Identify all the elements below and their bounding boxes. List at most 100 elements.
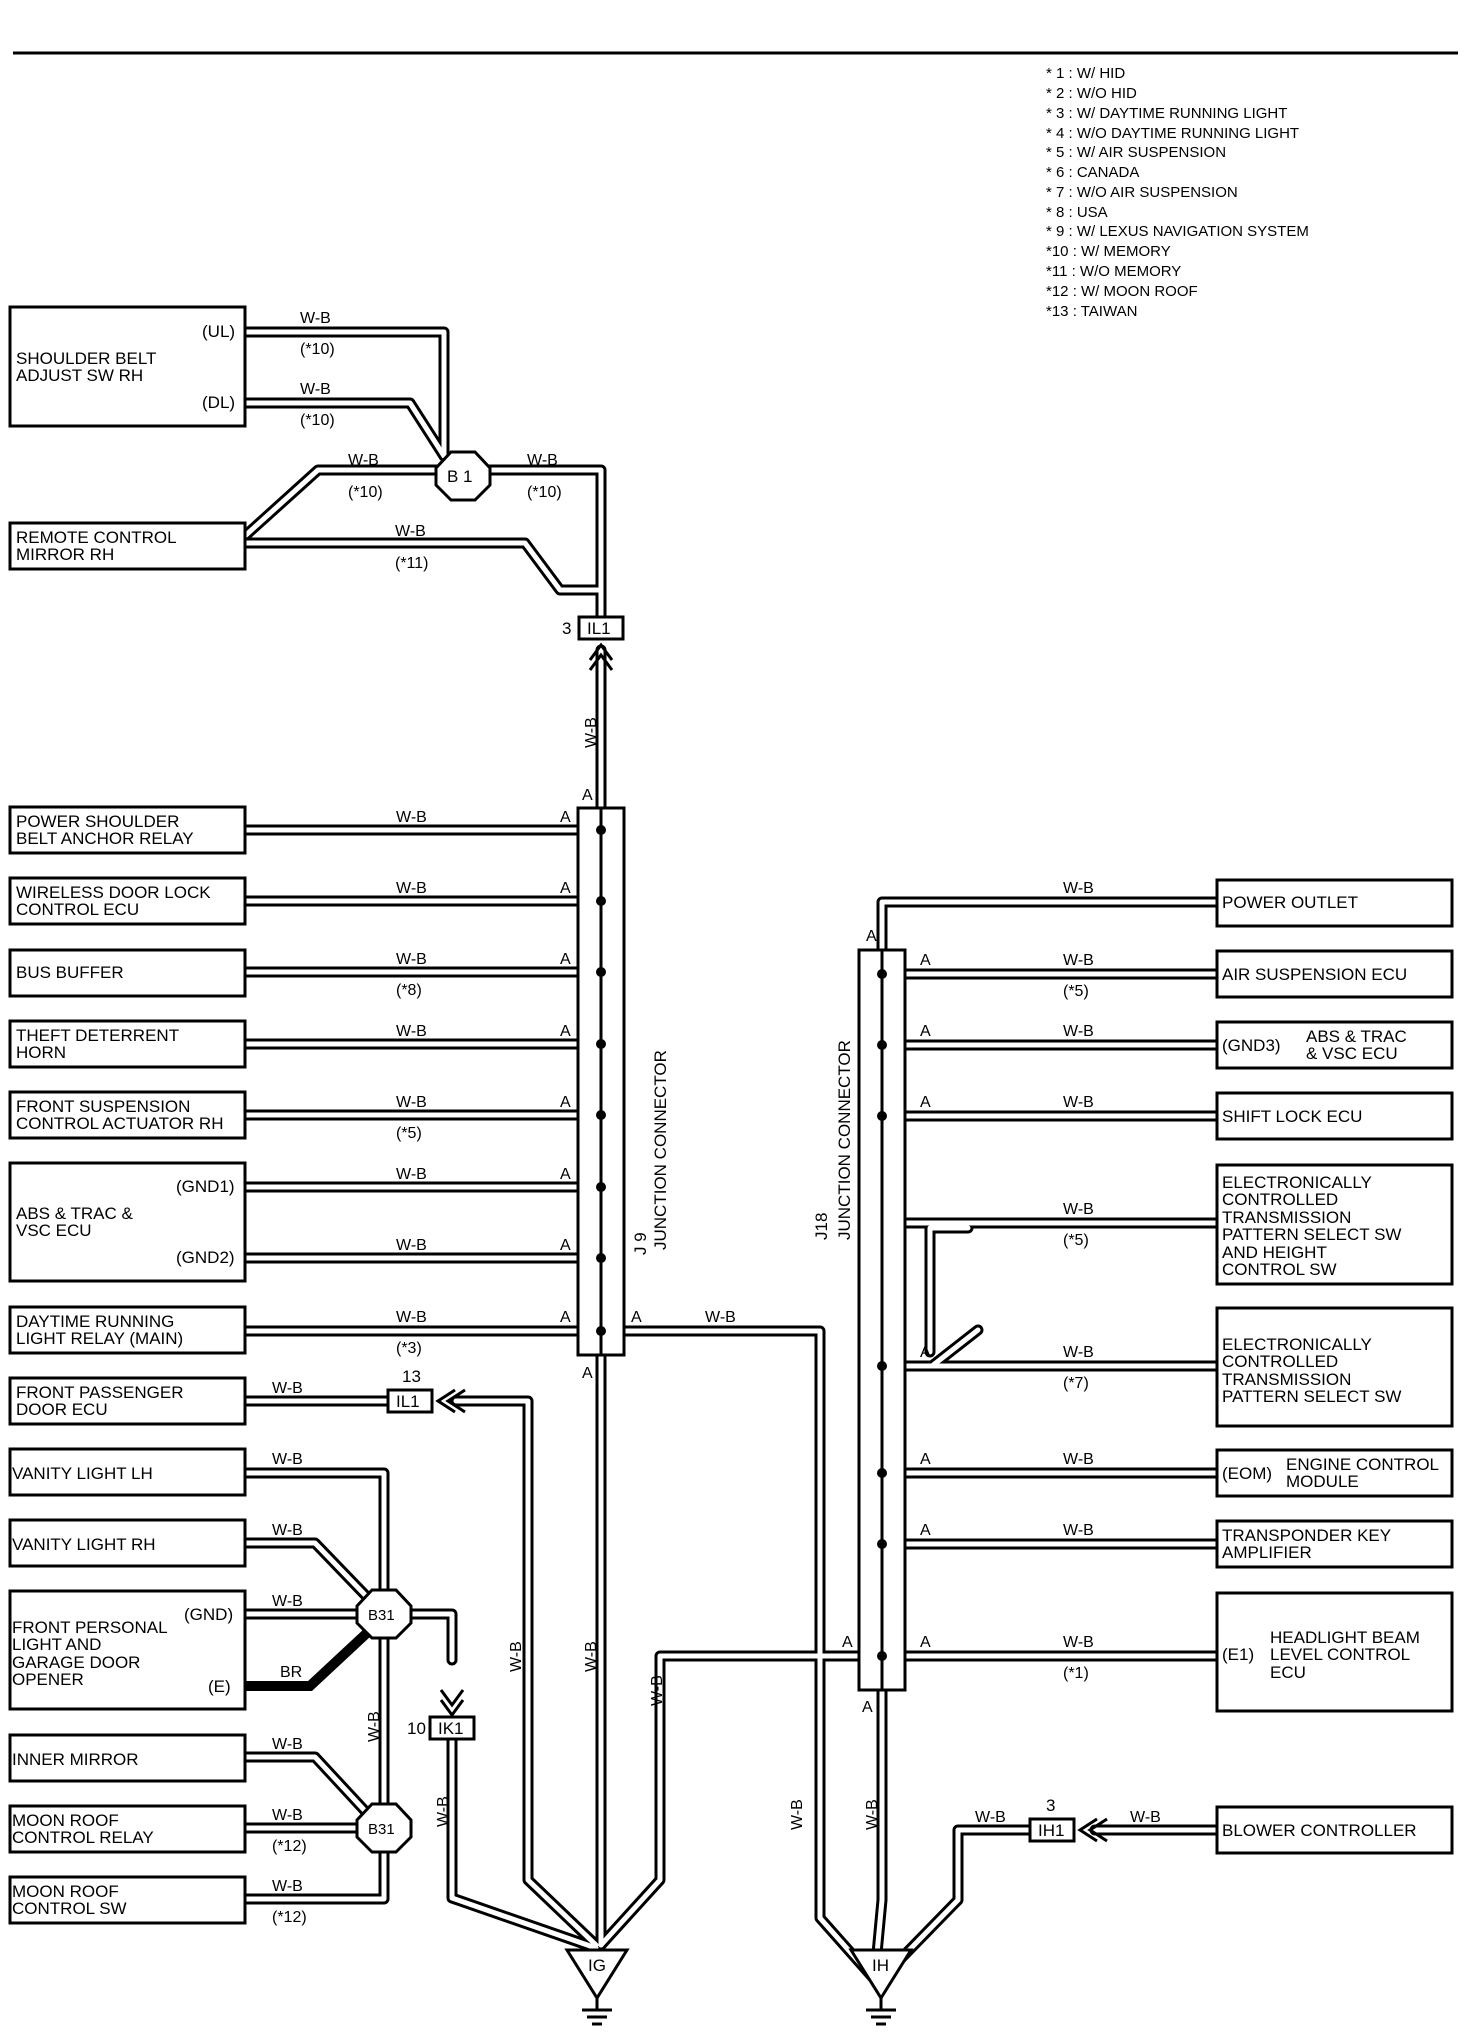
component-theft-deterrent-horn: [8, 1019, 247, 1069]
component-label: FRONT PERSONAL: [12, 1618, 168, 1637]
component-ect-pattern-select-sw: [1215, 1306, 1454, 1428]
wire-color-label: W-B: [1063, 1634, 1094, 1651]
pin-label: (UL): [202, 322, 235, 341]
ground-ih: IH: [848, 1948, 914, 2026]
pin-label: (DL): [202, 393, 235, 412]
component-label: PATTERN SELECT SW: [1222, 1225, 1401, 1244]
note-label: (*12): [272, 1909, 307, 1926]
pin-label: A: [560, 1094, 571, 1111]
legend-item: *12 : W/ MOON ROOF: [1046, 283, 1198, 300]
wire-color-label: W-B: [396, 1309, 427, 1326]
component-label: BUS BUFFER: [16, 963, 124, 982]
pin-label: (E1): [1222, 1645, 1254, 1664]
svg-text:3: 3: [1046, 1796, 1055, 1815]
component-label: CONTROL ECU: [16, 900, 139, 919]
component-label: LEVEL CONTROL: [1270, 1645, 1410, 1664]
pin-label: A: [560, 1237, 571, 1254]
component-label: MOON ROOF: [12, 1811, 119, 1830]
legend-item: * 8 : USA: [1046, 204, 1108, 221]
component-abs-trac-vsc-ecu: [8, 1161, 247, 1283]
component-label: BELT ANCHOR RELAY: [16, 829, 194, 848]
connector-ik1: IK1 10: [407, 1689, 476, 1741]
pin-label: A: [920, 1634, 931, 1651]
pin-label: A: [862, 1699, 873, 1716]
svg-text:B31: B31: [368, 1607, 395, 1624]
component-label: TRANSMISSION: [1222, 1370, 1351, 1389]
note-label: (*3): [396, 1340, 422, 1357]
component-label: MODULE: [1286, 1472, 1359, 1491]
pin-label: A: [631, 1309, 642, 1326]
component-vanity-light-lh: [8, 1447, 247, 1497]
pin-label: (GND): [184, 1605, 233, 1624]
note-label: (*12): [272, 1838, 307, 1855]
component-headlight-beam-level-ecu: [1215, 1591, 1454, 1713]
component-label: AND HEIGHT: [1222, 1243, 1327, 1262]
wire-color-label: W-B: [396, 1237, 427, 1254]
legend-item: * 9 : W/ LEXUS NAVIGATION SYSTEM: [1046, 223, 1309, 240]
legend-item: * 6 : CANADA: [1046, 164, 1139, 181]
pin-label: A: [920, 1522, 931, 1539]
svg-text:10: 10: [407, 1719, 426, 1738]
junction-b31-upper: B31: [355, 1588, 413, 1640]
component-label: DAYTIME RUNNING: [16, 1312, 174, 1331]
legend-item: * 4 : W/O DAYTIME RUNNING LIGHT: [1046, 125, 1299, 142]
connector-id: J 9: [631, 1232, 650, 1255]
wire-color-label: W-B: [396, 951, 427, 968]
component-front-personal-light: [8, 1589, 247, 1711]
pin-label: A: [920, 1451, 931, 1468]
component-label: AMPLIFIER: [1222, 1543, 1312, 1562]
wires: [240, 326, 1223, 1986]
component-shift-lock-ecu: [1215, 1091, 1454, 1141]
pin-label: (GND2): [176, 1248, 235, 1267]
pin-label: (GND1): [176, 1177, 235, 1196]
pin-label: A: [842, 1634, 853, 1651]
wire-color-label: W-B: [789, 1799, 806, 1830]
wire-color-label: W-B: [396, 880, 427, 897]
note-label: (*11): [395, 555, 429, 572]
note-label: (*1): [1063, 1665, 1089, 1682]
pin-label: (E): [208, 1677, 231, 1696]
wire-color-label: W-B: [1063, 1522, 1094, 1539]
legend-item: * 1 : W/ HID: [1046, 65, 1125, 82]
pin-label: A: [560, 951, 571, 968]
wire-color-label: W-B: [1130, 1809, 1161, 1826]
component-label: POWER OUTLET: [1222, 893, 1358, 912]
note-label: (*8): [396, 982, 422, 999]
pin-label: A: [920, 1344, 931, 1361]
component-label: THEFT DETERRENT: [16, 1026, 179, 1045]
component-label: TRANSMISSION: [1222, 1208, 1351, 1227]
wire-color-label: W-B: [396, 1166, 427, 1183]
component-label: ABS & TRAC &: [16, 1204, 133, 1223]
component-label: SHOULDER BELT: [16, 349, 156, 368]
wire-color-label: W-B: [975, 1809, 1006, 1826]
connector-name: JUNCTION CONNECTOR: [651, 1050, 670, 1250]
component-label: GARAGE DOOR: [12, 1653, 140, 1672]
component-label: VANITY LIGHT LH: [12, 1464, 153, 1483]
wire-color-label: W-B: [1063, 880, 1094, 897]
component-moon-roof-control-sw: [8, 1875, 247, 1925]
component-label: TRANSPONDER KEY: [1222, 1526, 1391, 1545]
note-label: (*10): [348, 484, 383, 501]
component-label: MIRROR RH: [16, 545, 114, 564]
wire-color-label: W-B: [348, 452, 379, 469]
component-label: WIRELESS DOOR LOCK: [16, 883, 211, 902]
component-inner-mirror: [8, 1733, 247, 1783]
wire-color-label: W-B: [272, 1451, 303, 1468]
legend-item: *11 : W/O MEMORY: [1046, 263, 1181, 280]
component-engine-control-module: [1215, 1448, 1454, 1498]
components-right: POWER OUTLET AIR SUSPENSION ECU (GND3) A…: [1215, 878, 1454, 1855]
svg-text:13: 13: [402, 1367, 421, 1386]
wire-color-label: W-B: [396, 809, 427, 826]
svg-text:IK1: IK1: [438, 1719, 464, 1738]
component-vanity-light-rh: [8, 1518, 247, 1568]
svg-text:B 1: B 1: [447, 467, 473, 486]
wire-color-label: W-B: [366, 1711, 383, 1742]
component-label: MOON ROOF: [12, 1882, 119, 1901]
legend-item: * 5 : W/ AIR SUSPENSION: [1046, 144, 1226, 161]
wire-color-label: W-B: [396, 1094, 427, 1111]
component-label: VANITY LIGHT RH: [12, 1535, 156, 1554]
note-label: (*7): [1063, 1375, 1089, 1392]
legend-item: * 3 : W/ DAYTIME RUNNING LIGHT: [1046, 105, 1287, 122]
svg-text:IH: IH: [872, 1956, 889, 1975]
